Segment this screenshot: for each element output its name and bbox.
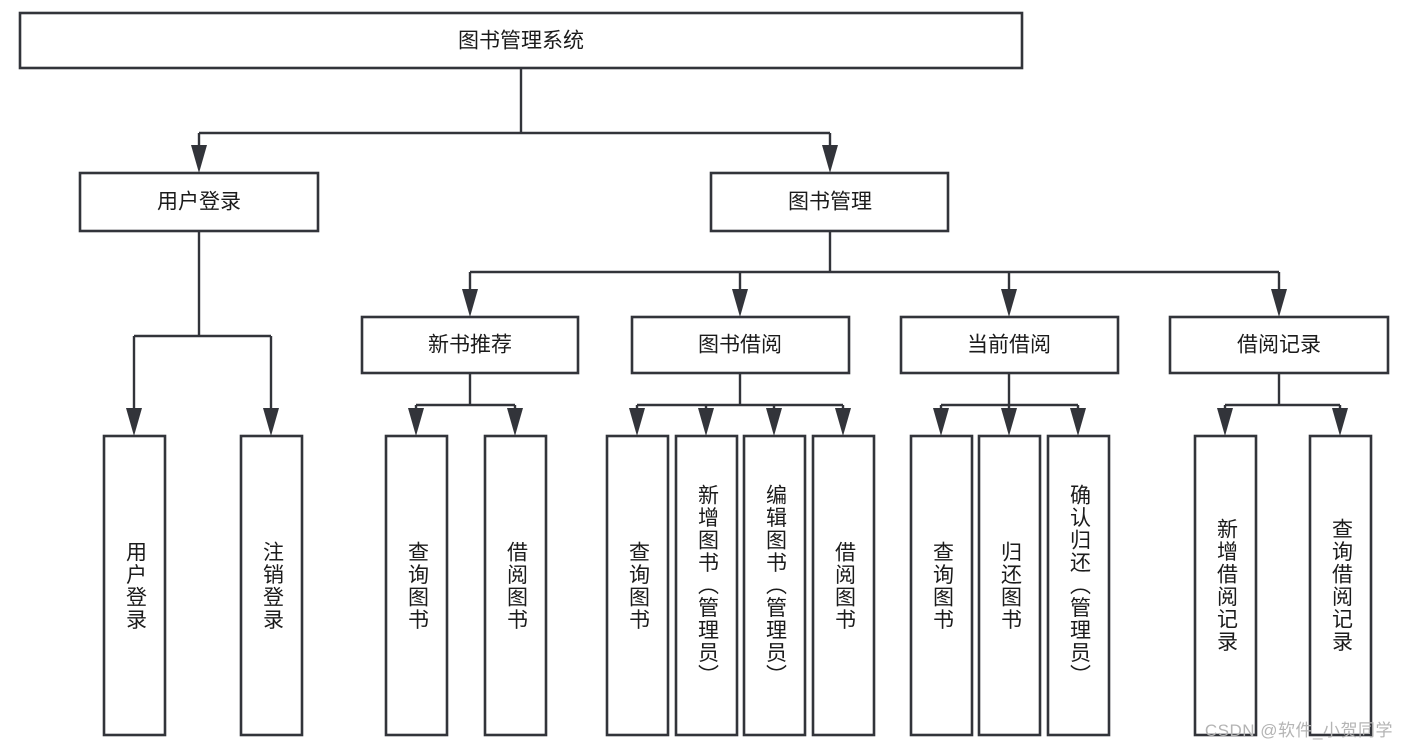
arrowhead-leaf-edit-book bbox=[766, 408, 782, 436]
leaf-query-record-box[interactable] bbox=[1308, 434, 1373, 737]
node-root-box[interactable] bbox=[18, 11, 1024, 70]
node-book-borrow-label: 图书借阅 bbox=[698, 334, 782, 357]
node-borrow-record-box[interactable] bbox=[1168, 315, 1390, 375]
arrowhead-leaf-borrow-book-1 bbox=[507, 408, 523, 436]
arrowhead-leaf-add-book bbox=[698, 408, 714, 436]
arrowhead-leaf-query-book-1 bbox=[408, 408, 424, 436]
arrowhead-leaf-borrow-book-2 bbox=[835, 408, 851, 436]
node-book-borrow-box[interactable] bbox=[630, 315, 851, 375]
node-current-borrow-label: 当前借阅 bbox=[967, 334, 1051, 357]
arrowhead-leaf-add-record bbox=[1217, 408, 1233, 436]
arrowhead-leaf-query-book-2 bbox=[629, 408, 645, 436]
csdn-watermark: CSDN @软件_小贺同学 bbox=[1204, 721, 1393, 740]
node-book-manage-box[interactable] bbox=[709, 171, 950, 233]
leaf-borrow-book-2-box[interactable] bbox=[811, 434, 876, 737]
leaf-user-login-box[interactable] bbox=[102, 434, 167, 737]
leaf-return-book-box[interactable] bbox=[977, 434, 1042, 737]
arrowhead-leaf-query-record bbox=[1332, 408, 1348, 436]
leaf-add-book-box[interactable] bbox=[674, 434, 739, 737]
leaf-add-record-box[interactable] bbox=[1193, 434, 1258, 737]
arrowhead-leaf-user-login bbox=[126, 408, 142, 436]
node-book-manage-label: 图书管理 bbox=[788, 191, 872, 214]
node-new-book-rec-label: 新书推荐 bbox=[428, 334, 512, 357]
arrowhead-leaf-return-book bbox=[1001, 408, 1017, 436]
arrowhead-book-manage bbox=[822, 145, 838, 173]
node-root-label: 图书管理系统 bbox=[458, 30, 584, 53]
leaf-query-book-2-box[interactable] bbox=[605, 434, 670, 737]
leaf-borrow-book-1-box[interactable] bbox=[483, 434, 548, 737]
leaf-logout-box[interactable] bbox=[239, 434, 304, 737]
arrowhead-new-book-rec bbox=[462, 289, 478, 317]
leaf-edit-book-box[interactable] bbox=[742, 434, 807, 737]
arrowhead-book-borrow bbox=[732, 289, 748, 317]
arrowhead-leaf-logout bbox=[263, 408, 279, 436]
arrowhead-user-login bbox=[191, 145, 207, 173]
node-current-borrow-box[interactable] bbox=[899, 315, 1120, 375]
arrowhead-current-borrow bbox=[1001, 289, 1017, 317]
arrowhead-leaf-query-book-3 bbox=[933, 408, 949, 436]
node-label-group: 图书管理系统 用户登录 图书管理 新书推荐 图书借阅 当前借阅 借阅记录 bbox=[157, 30, 1321, 357]
node-user-login-box[interactable] bbox=[78, 171, 320, 233]
leaf-query-book-1-box[interactable] bbox=[384, 434, 449, 737]
arrowhead-leaf-confirm-return bbox=[1070, 408, 1086, 436]
node-borrow-record-label: 借阅记录 bbox=[1237, 334, 1321, 357]
node-new-book-rec-box[interactable] bbox=[360, 315, 580, 375]
leaf-confirm-return-box[interactable] bbox=[1046, 434, 1111, 737]
node-box-group bbox=[18, 11, 1390, 737]
leaf-query-book-3-box[interactable] bbox=[909, 434, 974, 737]
arrowhead-borrow-record bbox=[1271, 289, 1287, 317]
node-user-login-label: 用户登录 bbox=[157, 191, 241, 214]
edge-group bbox=[126, 68, 1348, 436]
